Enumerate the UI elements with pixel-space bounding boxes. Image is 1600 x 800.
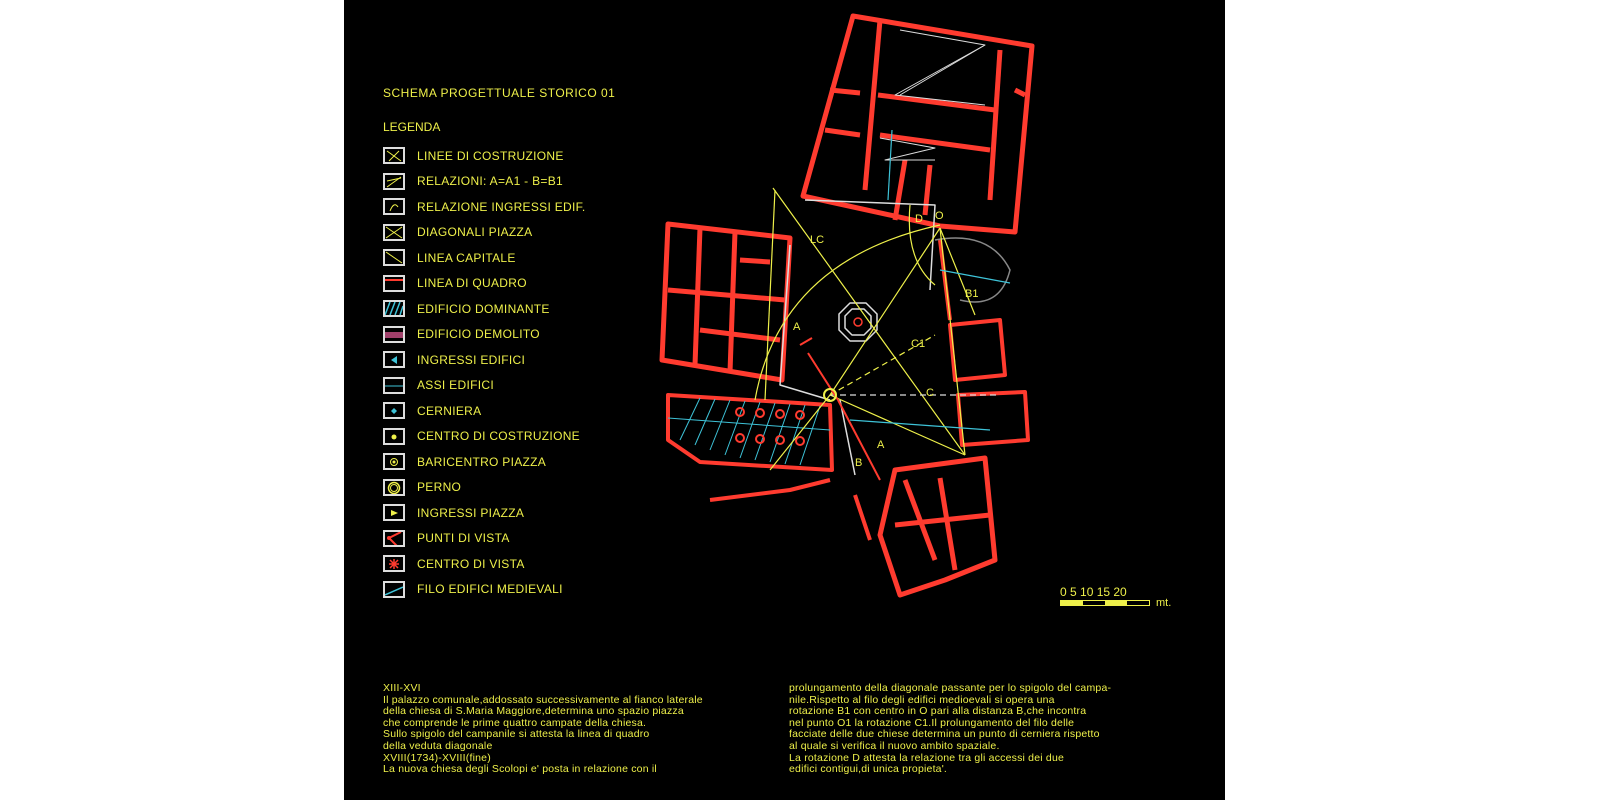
drawing-title: SCHEMA PROGETTUALE STORICO 01 — [383, 86, 616, 100]
legend-item-label: RELAZIONI: A=A1 - B=B1 — [417, 174, 563, 189]
note-line: Il palazzo comunale,addossato successiva… — [383, 693, 703, 706]
legend-item-label: LINEE DI COSTRUZIONE — [417, 148, 564, 163]
note-line: della veduta diagonale — [383, 739, 493, 752]
label-a: A — [793, 321, 801, 333]
note-line: prolungamento della diagonale passante p… — [789, 682, 1112, 694]
legend-title: LEGENDA — [383, 120, 441, 134]
note-line: Sullo spigolo del campanile si attesta l… — [383, 728, 650, 741]
note-line: che comprende le prime quattro campate d… — [383, 716, 647, 729]
cyan-slant-line-icon — [383, 580, 405, 598]
legend-item-label: FILO EDIFICI MEDIEVALI — [417, 582, 563, 597]
label-lc: LC — [810, 234, 824, 246]
note-line: della chiesa di S.Maria Maggiore,determi… — [383, 705, 684, 718]
legend-item-label: PERNO — [417, 480, 462, 495]
legend-item: ASSI EDIFICI — [383, 373, 586, 399]
legend-item: FILO EDIFICI MEDIEVALI — [383, 577, 586, 603]
cross-lines-icon — [383, 147, 405, 165]
label-b1: B1 — [965, 288, 978, 300]
legend-item: EDIFICIO DEMOLITO — [383, 322, 586, 348]
legend-item: EDIFICIO DOMINANTE — [383, 296, 586, 322]
legend-item: CENTRO DI VISTA — [383, 551, 586, 577]
note-line: edifici contigui,di unica propieta'. — [789, 763, 948, 776]
cyan-line-icon — [383, 376, 405, 394]
red-star-icon — [383, 555, 405, 573]
legend-item-label: EDIFICIO DEMOLITO — [417, 327, 540, 342]
legend-item: CERNIERA — [383, 398, 586, 424]
note-line: al quale si verifica il nuovo ambito spa… — [789, 739, 1000, 752]
legend-item-label: EDIFICIO DOMINANTE — [417, 301, 550, 316]
scale-ticks: 0 5 10 15 20 — [1060, 585, 1127, 599]
legend-item: RELAZIONE INGRESSI EDIF. — [383, 194, 586, 220]
legend-item-label: LINEA CAPITALE — [417, 250, 516, 265]
label-c1: C1 — [911, 338, 925, 350]
palazzo-comunale — [800, 13, 1035, 235]
ring-icon — [383, 478, 405, 496]
yellow-triangle-icon — [383, 504, 405, 522]
concentric-circle-icon — [383, 453, 405, 471]
relation-lines-icon — [383, 172, 405, 190]
legend-item-label: INGRESSI PIAZZA — [417, 505, 525, 520]
note-line: nel punto O1 la rotazione C1.Il prolunga… — [789, 716, 1075, 729]
label-d: D — [915, 213, 923, 225]
west-building — [659, 221, 793, 383]
label-o: O — [935, 210, 944, 222]
scale-unit: mt. — [1156, 597, 1172, 609]
legend-item-label: CENTRO DI COSTRUZIONE — [417, 429, 580, 444]
legend-item-label: CERNIERA — [417, 403, 482, 418]
cyan-diamond-icon — [383, 402, 405, 420]
southeast-building — [877, 455, 998, 598]
legend-item: PUNTI DI VISTA — [383, 526, 586, 552]
legend-item: LINEE DI COSTRUZIONE — [383, 143, 586, 169]
arc-icon — [383, 198, 405, 216]
legend-item-label: RELAZIONE INGRESSI EDIF. — [417, 199, 586, 214]
legend: LINEE DI COSTRUZIONE RELAZIONI: A=A1 - B=… — [383, 143, 586, 602]
legend-item-label: INGRESSI EDIFICI — [417, 352, 526, 367]
legend-item: BARICENTRO PIAZZA — [383, 449, 586, 475]
legend-item: INGRESSI EDIFICI — [383, 347, 586, 373]
legend-item-label: BARICENTRO PIAZZA — [417, 454, 547, 469]
label-b: B — [855, 457, 862, 469]
legend-item: RELAZIONI: A=A1 - B=B1 — [383, 169, 586, 195]
note-line: nile.Rispetto al filo degli edifici medi… — [789, 693, 1055, 706]
dominant-building — [666, 393, 834, 472]
perno-icon — [823, 388, 837, 402]
legend-item: CENTRO DI COSTRUZIONE — [383, 424, 586, 450]
cyan-hatch-icon — [383, 300, 405, 318]
legend-item: INGRESSI PIAZZA — [383, 500, 586, 526]
red-line-icon — [383, 274, 405, 292]
red-viewpoint-icon — [383, 529, 405, 547]
diagonal-line-icon — [383, 249, 405, 267]
legend-item: LINEA DI QUADRO — [383, 271, 586, 297]
legend-item-label: DIAGONALI PIAZZA — [417, 225, 533, 240]
note-line: La rotazione D attesta la relazione tra … — [789, 751, 1065, 764]
note-line: facciate delle due chiese determina un p… — [789, 728, 1100, 741]
legend-item-label: CENTRO DI VISTA — [417, 556, 525, 571]
drawing-sheet: LC D O B1 A C1 C A B SCHEMA PROGETTUALE … — [344, 0, 1225, 800]
legend-item-label: ASSI EDIFICI — [417, 378, 494, 393]
legend-item: DIAGONALI PIAZZA — [383, 220, 586, 246]
note-line: XIII-XVI — [383, 682, 421, 694]
scale-bar — [1060, 600, 1150, 606]
label-c: C — [926, 387, 934, 399]
site-plan: LC D O B1 A C1 C A B — [659, 13, 1035, 598]
note-line: XVIII(1734)-XVIII(fine) — [383, 751, 491, 764]
legend-item: PERNO — [383, 475, 586, 501]
diagonals-icon — [383, 223, 405, 241]
legend-item: LINEA CAPITALE — [383, 245, 586, 271]
yellow-dot-icon — [383, 427, 405, 445]
baricentro-octagon — [838, 302, 878, 342]
label-a1: A — [877, 439, 885, 451]
note-line: rotazione B1 con centro in O pari alla d… — [789, 705, 1087, 718]
note-line: La nuova chiesa degli Scolopi e' posta i… — [383, 763, 657, 776]
purple-hatch-icon — [383, 325, 405, 343]
notes-right: prolungamento della diagonale passante p… — [789, 682, 1112, 776]
legend-item-label: LINEA DI QUADRO — [417, 276, 527, 291]
cyan-triangle-icon — [383, 351, 405, 369]
legend-item-label: PUNTI DI VISTA — [417, 531, 510, 546]
